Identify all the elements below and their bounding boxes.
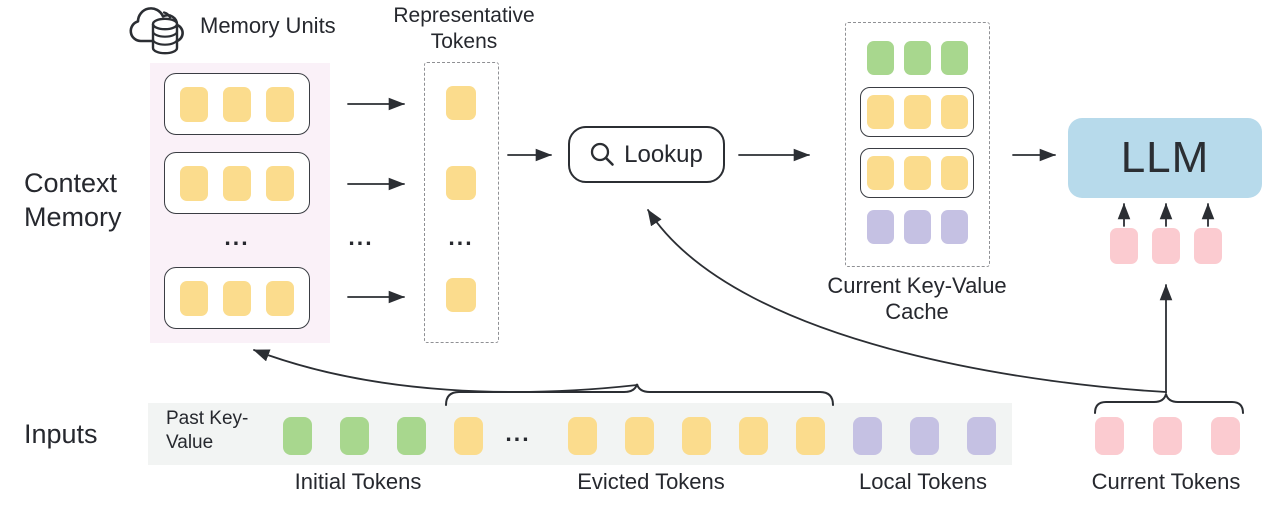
representative-token <box>446 166 476 200</box>
memory-units-label: Memory Units <box>200 13 336 38</box>
yellow-token <box>625 417 654 455</box>
purple-token <box>967 417 996 455</box>
current-tokens-group <box>1095 417 1240 455</box>
purple-token <box>867 210 894 244</box>
cloud-database-icon <box>129 7 184 55</box>
yellow-token <box>180 280 208 316</box>
pink-token <box>1110 228 1138 264</box>
llm-box: LLM <box>1068 118 1262 198</box>
memory-ellipsis: ... <box>224 223 250 250</box>
search-icon <box>590 142 614 166</box>
yellow-token <box>266 86 294 122</box>
representative-tokens-label: Representative Tokens <box>393 4 535 53</box>
yellow-token <box>223 165 251 201</box>
yellow-token <box>180 86 208 122</box>
green-token <box>283 417 312 455</box>
green-token <box>941 41 968 75</box>
evicted-tokens-brace <box>445 383 834 406</box>
yellow-token <box>866 156 894 190</box>
evicted-tokens-label: Evicted Tokens <box>577 469 725 494</box>
past-key-value-label: Past Key-Value <box>166 408 249 453</box>
yellow-token <box>180 165 208 201</box>
purple-token <box>910 417 939 455</box>
yellow-token <box>682 417 711 455</box>
representative-tokens-box <box>424 62 499 343</box>
yellow-token <box>903 95 931 129</box>
green-token <box>397 417 426 455</box>
purple-token <box>941 210 968 244</box>
cache-memory-unit <box>860 148 974 198</box>
yellow-token <box>223 86 251 122</box>
green-token <box>340 417 369 455</box>
yellow-token <box>739 417 768 455</box>
purple-token <box>904 210 931 244</box>
pink-token <box>1095 417 1124 455</box>
representative-ellipsis: ... <box>448 223 474 250</box>
current-tokens-label: Current Tokens <box>1091 469 1241 494</box>
representative-token <box>446 278 476 312</box>
yellow-token <box>903 156 931 190</box>
initial-tokens-group <box>283 417 426 455</box>
yellow-token <box>866 95 894 129</box>
band-ellipsis: ... <box>505 419 531 446</box>
cache-memory-unit <box>860 87 974 137</box>
memory-unit-box <box>164 152 310 214</box>
context-memory-label: Context Memory <box>24 168 122 232</box>
cache-local-tokens <box>845 210 990 244</box>
evicted-tokens-group <box>568 417 825 455</box>
current-tokens-brace <box>1094 393 1244 414</box>
llm-label: LLM <box>1120 133 1210 182</box>
memory-unit-box <box>164 73 310 135</box>
llm-current-tokens <box>1110 228 1222 264</box>
lookup-label: Lookup <box>624 140 703 168</box>
representative-token <box>446 86 476 120</box>
yellow-token <box>454 417 483 455</box>
evicted-tokens-group <box>454 417 483 455</box>
local-tokens-group <box>853 417 996 455</box>
green-token <box>904 41 931 75</box>
pink-token <box>1211 417 1240 455</box>
yellow-token <box>796 417 825 455</box>
mid-ellipsis: ... <box>348 223 374 250</box>
yellow-token <box>568 417 597 455</box>
pink-token <box>1194 228 1222 264</box>
yellow-token <box>266 165 294 201</box>
pink-token <box>1153 417 1182 455</box>
cache-initial-tokens <box>845 41 990 75</box>
current-kv-cache-label: Current Key-Value Cache <box>827 273 1007 324</box>
yellow-token <box>940 156 968 190</box>
inputs-label: Inputs <box>24 419 98 449</box>
pink-token <box>1152 228 1180 264</box>
memory-unit-box <box>164 267 310 329</box>
yellow-token <box>446 166 476 200</box>
green-token <box>867 41 894 75</box>
yellow-token <box>266 280 294 316</box>
local-tokens-label: Local Tokens <box>858 469 988 494</box>
purple-token <box>853 417 882 455</box>
arrow-evicted-to-memory <box>253 349 638 393</box>
yellow-token <box>446 86 476 120</box>
lookup-node: Lookup <box>568 126 725 183</box>
yellow-token <box>940 95 968 129</box>
yellow-token <box>446 278 476 312</box>
initial-tokens-label: Initial Tokens <box>294 469 422 494</box>
yellow-token <box>223 280 251 316</box>
